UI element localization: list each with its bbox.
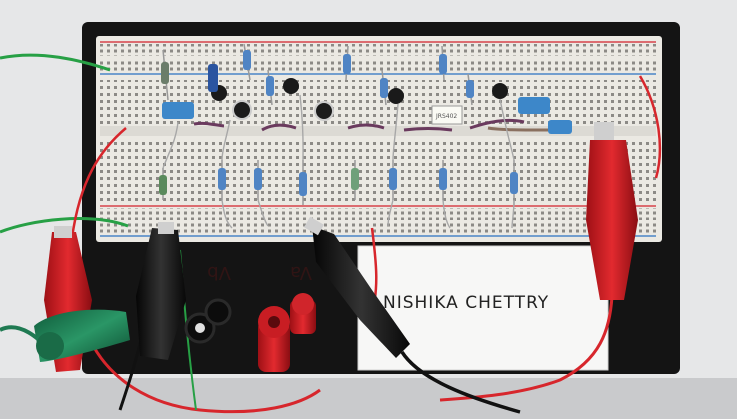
transistors xyxy=(211,78,508,104)
name-card-text: NISHIKA CHETTRY xyxy=(383,293,549,313)
green-wire xyxy=(0,53,111,72)
green-wire xyxy=(0,217,129,234)
table-shadow xyxy=(0,378,737,419)
resistor-icon xyxy=(380,78,388,98)
transistor-icon xyxy=(388,88,404,104)
alligator-clip-icon xyxy=(586,140,638,300)
transistor-icon xyxy=(283,78,299,94)
capacitor-icon xyxy=(162,102,194,119)
resistor-icon xyxy=(351,168,359,190)
resistor-icon xyxy=(159,175,167,195)
top-resistors xyxy=(161,43,474,106)
terminal-label-vb: Vb xyxy=(207,262,231,283)
resistor-icon xyxy=(439,54,447,74)
capacitor-icon xyxy=(232,100,252,120)
black-wire xyxy=(400,351,521,414)
resistor-icon xyxy=(510,172,518,194)
resistor-icon xyxy=(266,76,274,96)
terminal-label-va: Va xyxy=(290,262,312,283)
alligator-clip-icon xyxy=(136,228,186,360)
resistor-icon xyxy=(299,172,307,196)
capacitor-icon xyxy=(208,64,218,92)
alligator-clip-black-center xyxy=(304,216,410,358)
alligator-clip-green xyxy=(34,309,130,362)
resistor-icon xyxy=(439,168,447,190)
breadboard xyxy=(96,36,662,242)
component-leads xyxy=(162,94,515,229)
resistor-icon xyxy=(343,54,351,74)
resistor-icon xyxy=(466,80,474,98)
resistor-icon xyxy=(254,168,262,190)
transistor-icon xyxy=(492,83,508,99)
blue-capacitors xyxy=(162,64,572,134)
alligator-clip-icon xyxy=(312,226,410,358)
resistor-icon xyxy=(161,62,169,84)
red-wire xyxy=(638,75,662,179)
banana-jacks xyxy=(184,298,232,344)
capacitor-icon xyxy=(518,97,550,114)
chip-label: JRS402 xyxy=(435,113,457,120)
alligator-clip-black-left xyxy=(136,222,186,360)
resistor-array xyxy=(159,160,518,205)
resistor-icon xyxy=(243,50,251,70)
red-wire xyxy=(70,127,127,239)
resistor-icon xyxy=(389,168,397,190)
banana-jack-icon xyxy=(204,298,232,326)
jumper-wires xyxy=(193,118,549,132)
electrolytic-capacitors xyxy=(232,100,334,121)
red-banana-plug xyxy=(258,293,316,372)
capacitor-icon xyxy=(548,120,572,134)
resistor-icon xyxy=(218,168,226,190)
white-chip: JRS402 xyxy=(431,105,463,125)
capacitor-icon xyxy=(314,101,334,121)
alligator-clip-red-right xyxy=(586,122,638,300)
red-wire xyxy=(88,339,321,414)
